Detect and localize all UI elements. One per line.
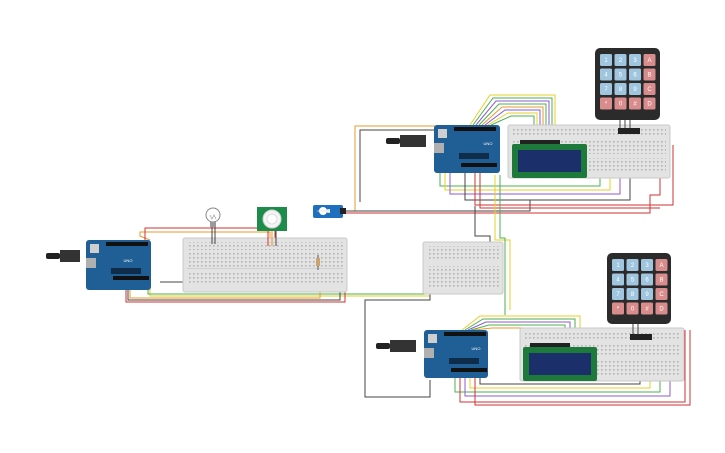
keypad-key[interactable] xyxy=(600,83,612,95)
keypad-key-label: 9 xyxy=(633,87,637,93)
keypad-key[interactable] xyxy=(600,68,612,81)
keypad-key-label: 2 xyxy=(619,58,623,64)
keypad-key-label: C xyxy=(659,292,664,298)
keypad-key-label: A xyxy=(659,263,663,269)
keypad-key[interactable] xyxy=(641,273,653,286)
arduino-bottom[interactable]: UNO xyxy=(376,330,488,378)
keypad-bottom[interactable]: 1 2 3 A 4 5 6 B 7 8 9 C * 0 # D xyxy=(607,253,671,340)
keypad-key-label: 8 xyxy=(631,292,635,298)
keypad-key[interactable] xyxy=(655,273,668,286)
keypad-key-label: # xyxy=(645,307,649,313)
keypad-key[interactable] xyxy=(612,302,624,315)
keypad-top[interactable]: 1 2 3 A 4 5 6 B 7 8 9 C * 0 # D xyxy=(595,48,660,134)
keypad-key[interactable] xyxy=(643,54,656,66)
keypad-key[interactable] xyxy=(629,54,641,66)
keypad-key-label: 4 xyxy=(616,278,620,284)
keypad-key[interactable] xyxy=(612,288,624,300)
usb-cable xyxy=(376,343,390,349)
keypad-key-label: 5 xyxy=(631,278,635,284)
keypad-key-label: 0 xyxy=(631,307,635,313)
servo-motor[interactable] xyxy=(313,205,346,218)
keypad-key-label: 3 xyxy=(645,263,649,269)
keypad-key[interactable] xyxy=(629,68,641,81)
board-label: UNO xyxy=(484,141,493,146)
keypad-key-label: * xyxy=(605,102,608,108)
keypad-key-label: 4 xyxy=(604,73,608,79)
keypad-key-label: A xyxy=(647,58,651,64)
keypad-key-label: 9 xyxy=(645,292,649,298)
pir-sensor[interactable] xyxy=(257,207,287,246)
keypad-key-label: 7 xyxy=(616,292,620,298)
keypad-key[interactable] xyxy=(641,288,653,300)
keypad-key-label: 5 xyxy=(619,73,623,79)
keypad-key-label: 6 xyxy=(633,73,637,79)
keypad-key[interactable] xyxy=(614,97,627,110)
keypad-key-label: 3 xyxy=(633,58,637,64)
keypad-key[interactable] xyxy=(655,259,668,271)
keypad-key-label: D xyxy=(647,102,652,108)
keypad-key-label: D xyxy=(659,307,664,313)
keypad-key-label: 7 xyxy=(604,87,608,93)
keypad-key[interactable] xyxy=(643,97,656,110)
board-label: UNO xyxy=(124,258,133,263)
keypad-key[interactable] xyxy=(614,68,627,81)
light-bulb[interactable] xyxy=(205,207,221,244)
keypad-key[interactable] xyxy=(600,54,612,66)
lcd-top[interactable] xyxy=(512,140,587,178)
keypad-key[interactable] xyxy=(614,54,627,66)
keypad-key-label: 2 xyxy=(631,263,635,269)
keypad-key-label: 1 xyxy=(604,58,608,64)
board-label: UNO xyxy=(472,346,481,351)
keypad-key[interactable] xyxy=(655,288,668,300)
keypad-key[interactable] xyxy=(600,97,612,110)
keypad-key-label: 8 xyxy=(619,87,623,93)
arduino-left[interactable]: UNO xyxy=(46,240,151,290)
keypad-key[interactable] xyxy=(629,83,641,95)
keypad-key-label: 6 xyxy=(645,278,649,284)
usb-cable xyxy=(46,253,60,259)
keypad-key[interactable] xyxy=(626,288,639,300)
keypad-key[interactable] xyxy=(643,83,656,95)
keypad-key-label: C xyxy=(647,87,652,93)
arduino-top[interactable]: UNO xyxy=(386,125,500,173)
keypad-key[interactable] xyxy=(655,302,668,315)
usb-cable xyxy=(386,138,400,144)
keypad-key[interactable] xyxy=(626,259,639,271)
keypad-key-label: 1 xyxy=(616,263,620,269)
lcd-bottom[interactable] xyxy=(523,343,597,381)
keypad-key[interactable] xyxy=(643,68,656,81)
keypad-key[interactable] xyxy=(626,273,639,286)
keypad-key-label: * xyxy=(617,307,620,313)
resistor[interactable] xyxy=(316,255,320,270)
breadboard-left[interactable] xyxy=(182,237,348,293)
keypad-key-label: B xyxy=(647,73,651,79)
breadboard-middle[interactable] xyxy=(422,241,504,295)
keypad-key[interactable] xyxy=(626,302,639,315)
keypad-key-label: B xyxy=(659,278,663,284)
keypad-key-label: 0 xyxy=(619,102,623,108)
keypad-key-label: # xyxy=(633,102,637,108)
keypad-key[interactable] xyxy=(641,259,653,271)
keypad-key[interactable] xyxy=(614,83,627,95)
keypad-key[interactable] xyxy=(612,259,624,271)
keypad-key[interactable] xyxy=(641,302,653,315)
keypad-key[interactable] xyxy=(629,97,641,110)
keypad-key[interactable] xyxy=(612,273,624,286)
